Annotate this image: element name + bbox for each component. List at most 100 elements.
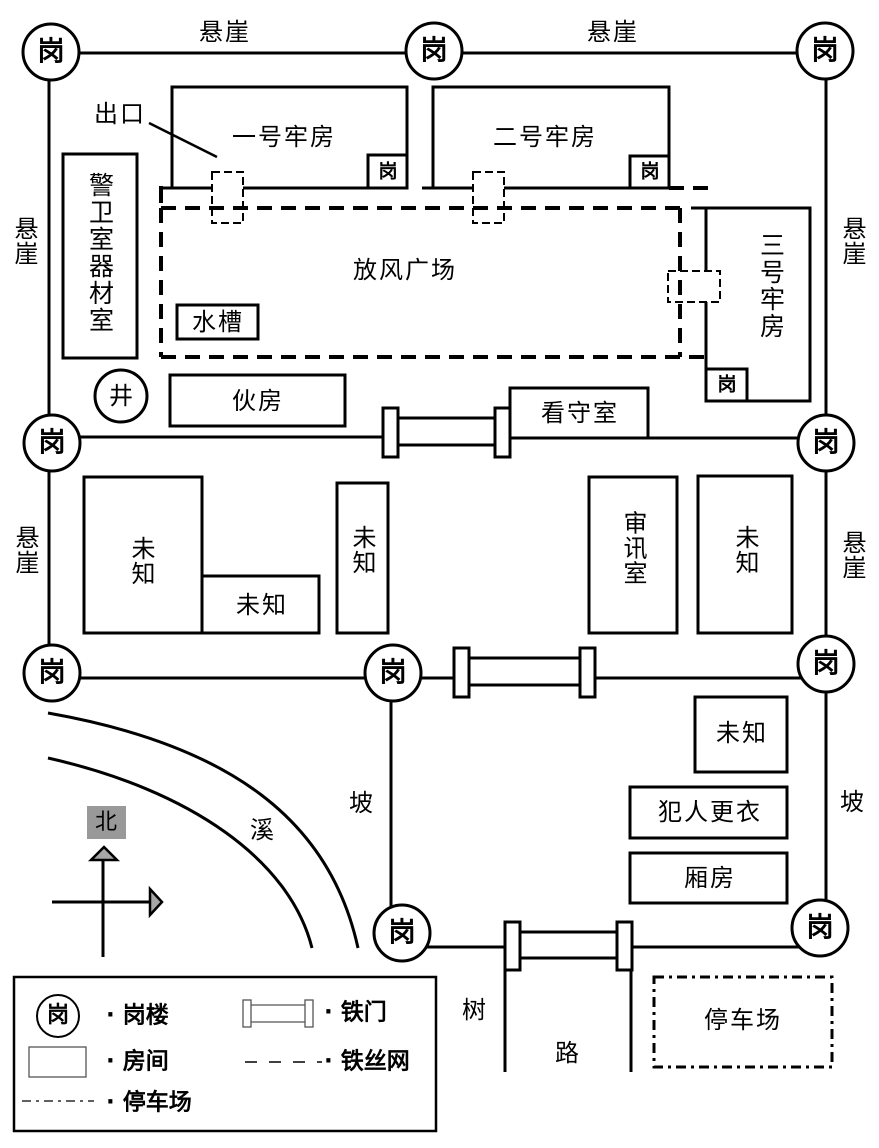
side-room	[628, 851, 789, 905]
exit-label: 出口	[94, 100, 146, 128]
legend-label: 铁丝网	[340, 1048, 410, 1075]
guard-equipment-room-label: 警卫室器材室	[85, 172, 115, 334]
guard-tower-icon	[372, 903, 432, 963]
interrogation-room	[587, 475, 679, 635]
legend-bullet: ·	[324, 1048, 333, 1075]
legend-guard-tower-icon	[36, 994, 80, 1038]
kitchen	[168, 373, 347, 428]
cell-3-label: 三号牢房	[756, 232, 786, 340]
guard-tower-icon	[796, 413, 856, 473]
slope-label: 坡	[840, 788, 866, 816]
cell-3-guard-post	[704, 367, 749, 403]
legend-label: 房间	[122, 1048, 169, 1075]
legend-bullet: ·	[106, 1002, 115, 1029]
parking-lot-boundary	[652, 975, 834, 1069]
cell-1	[159, 85, 409, 224]
guard-equipment-room	[61, 152, 139, 360]
cell-2-walls	[431, 85, 671, 188]
legend-item-room: · 房间	[106, 1048, 169, 1075]
exit-leader-line	[148, 121, 218, 159]
guard-tower-label: 岗	[806, 912, 834, 944]
cell-1-walls	[170, 85, 409, 188]
cell-1-exit	[211, 171, 244, 224]
cliff-label: 悬崖	[199, 18, 251, 46]
cell-3	[667, 206, 812, 403]
stream-bank-south	[47, 756, 314, 949]
cell-1-guard-post	[366, 153, 409, 190]
legend-bullet: ·	[106, 1048, 115, 1075]
guard-tower-label: 岗	[388, 917, 416, 949]
guard-tower-icon	[22, 643, 82, 703]
prisoner-changing-room	[628, 785, 789, 840]
guard-tower-icon	[363, 643, 423, 703]
guard-tower-icon	[790, 898, 850, 958]
cell-guard-post-label: 岗	[640, 160, 660, 183]
east-arrow-icon	[148, 885, 164, 919]
north-badge	[87, 806, 126, 839]
legend-item-guard-tower: · 岗楼	[106, 1002, 169, 1029]
gate-post	[452, 646, 471, 699]
legend-item-parking: · 停车场	[106, 1089, 192, 1116]
iron-gate-north	[381, 406, 512, 459]
unknown-room-label: 未知	[236, 591, 288, 619]
gate-post	[578, 646, 597, 699]
guard-tower-icon	[21, 22, 81, 82]
prisoner-changing-room-label: 犯人更衣	[658, 798, 762, 826]
cell-2-guard-post	[628, 154, 671, 190]
legend-item-iron-gate: ·铁门	[324, 999, 387, 1026]
cliff-label: 悬崖	[11, 525, 39, 575]
guard-tower-label: 岗	[420, 35, 448, 67]
cliff-label: 悬崖	[587, 18, 639, 46]
legend-bullet: ·	[324, 999, 333, 1026]
cell-2-label: 二号牢房	[493, 123, 597, 151]
stream-label: 溪	[250, 816, 276, 844]
gate-post	[242, 999, 252, 1028]
cliff-label: 悬崖	[10, 216, 38, 266]
legend-label: 岗楼	[122, 1002, 169, 1029]
legend-guard-tower-symbol-text: 岗	[46, 1003, 70, 1028]
legend-bullet: ·	[106, 1089, 115, 1116]
cliff-label: 悬崖	[838, 530, 866, 580]
iron-gate-south	[503, 920, 634, 972]
guard-tower-label: 岗	[38, 427, 66, 459]
water-trough-label: 水槽	[192, 308, 244, 336]
well-label: 井	[109, 382, 133, 410]
legend-frame	[12, 975, 438, 1133]
legend-label: 停车场	[122, 1089, 192, 1116]
cliff-label: 悬崖	[838, 216, 866, 266]
guard-tower-icon	[404, 21, 464, 81]
unknown-annex-room	[200, 574, 321, 635]
interrogation-room-label: 审讯室	[619, 510, 647, 586]
gate-post	[304, 999, 314, 1028]
road-label: 路	[555, 1039, 581, 1067]
guard-tower-label: 岗	[37, 36, 65, 68]
exercise-yard-label: 放风广场	[353, 256, 457, 284]
trees-label: 树	[462, 996, 488, 1024]
north-arrow-icon	[87, 845, 121, 862]
well	[93, 368, 149, 424]
iron-gate-middle	[452, 646, 597, 699]
parking-lot-label: 停车场	[704, 1006, 782, 1034]
guard-tower-icon	[795, 21, 855, 81]
legend-iron-gate-icon	[242, 999, 314, 1028]
guard-tower-label: 岗	[812, 648, 840, 680]
slope-label: 坡	[349, 789, 375, 817]
stream-bank-north	[47, 711, 360, 949]
gate-post	[503, 920, 522, 972]
guard-tower-label: 岗	[379, 657, 407, 689]
compass-north-label: 北	[94, 810, 118, 835]
guard-tower-icon	[796, 634, 856, 694]
cell-1-label: 一号牢房	[232, 123, 336, 151]
gate-post	[381, 406, 400, 459]
unknown-room-label: 未知	[348, 525, 376, 575]
water-trough	[175, 303, 260, 341]
kitchen-label: 伙房	[232, 387, 284, 415]
legend-room-icon	[28, 1046, 87, 1078]
exercise-yard-fence	[159, 186, 713, 359]
unknown-large-room	[82, 475, 204, 635]
unknown-narrow-room	[335, 481, 390, 635]
unknown-room-label: 未知	[127, 536, 155, 586]
cell-3-exit	[667, 270, 721, 303]
